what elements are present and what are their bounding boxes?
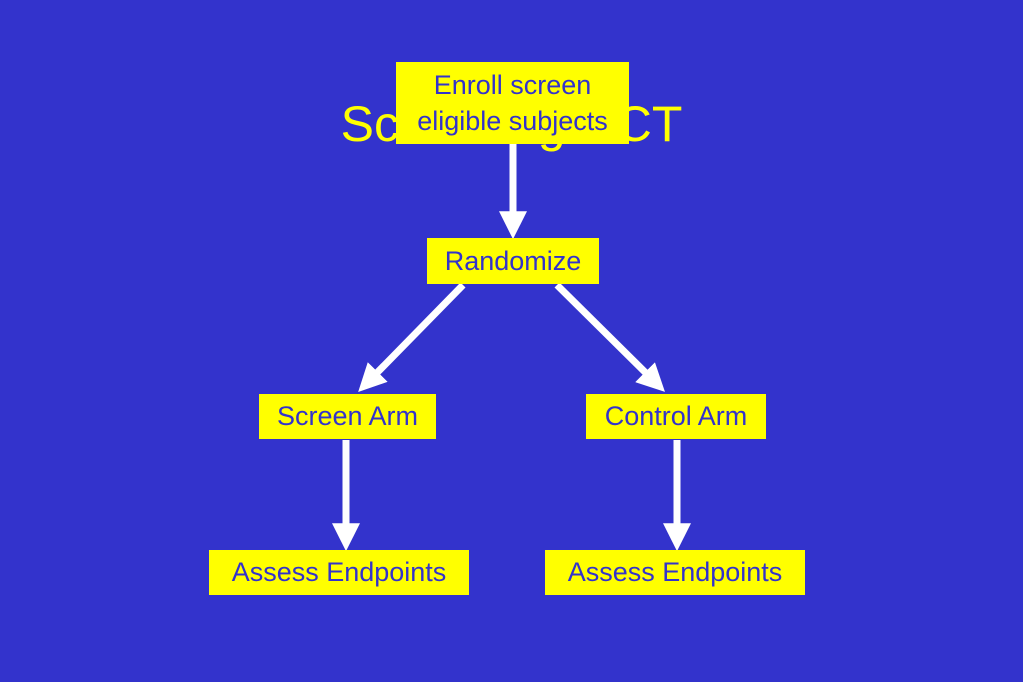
- arrow-randomize-to-control-arm: [554, 282, 665, 392]
- node-assess-endpoints-control: Assess Endpoints: [545, 550, 805, 595]
- node-assess-endpoints-screen: Assess Endpoints: [209, 550, 469, 595]
- node-control-arm: Control Arm: [586, 394, 766, 439]
- node-screen-arm-label: Screen Arm: [276, 401, 419, 431]
- node-screen-arm: Screen Arm: [259, 394, 436, 439]
- node-assess-right-label: Assess Endpoints: [567, 557, 783, 587]
- node-randomize: Randomize: [427, 238, 599, 284]
- node-enroll-line1: Enroll screen: [433, 70, 592, 100]
- node-randomize-label: Randomize: [444, 245, 582, 276]
- node-control-arm-label: Control Arm: [604, 401, 748, 431]
- node-enroll-line2: eligible subjects: [417, 106, 608, 136]
- arrow-randomize-to-screen-arm: [358, 282, 466, 392]
- node-assess-left-label: Assess Endpoints: [231, 557, 447, 587]
- node-enroll: Enroll screen eligible subjects: [396, 62, 629, 144]
